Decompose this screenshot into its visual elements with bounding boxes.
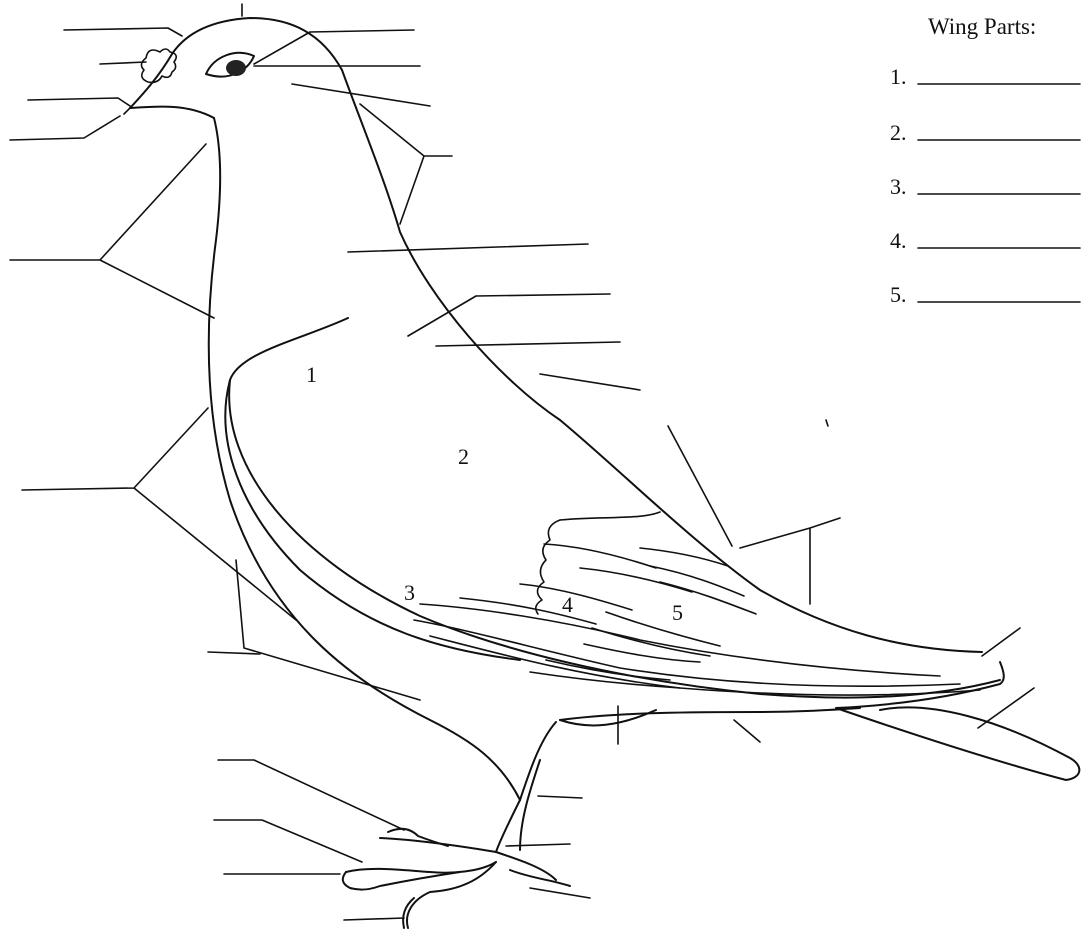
region-number-2: 2 <box>458 444 469 469</box>
pigeon-outline <box>124 18 1079 928</box>
wing-parts-list: Wing Parts: 1. 2. 3. 4. 5. <box>890 14 1080 307</box>
wing-part-number-1: 1. <box>890 64 907 89</box>
region-number-5: 5 <box>672 600 683 625</box>
region-number-1: 1 <box>306 362 317 387</box>
wing-part-number-2: 2. <box>890 120 907 145</box>
region-number-4: 4 <box>562 592 573 617</box>
wing-part-number-4: 4. <box>890 228 907 253</box>
label-leader-lines <box>10 4 1034 920</box>
wing-part-number-5: 5. <box>890 282 907 307</box>
region-number-3: 3 <box>404 580 415 605</box>
wing-part-number-3: 3. <box>890 174 907 199</box>
wing-parts-title: Wing Parts: <box>928 14 1036 39</box>
